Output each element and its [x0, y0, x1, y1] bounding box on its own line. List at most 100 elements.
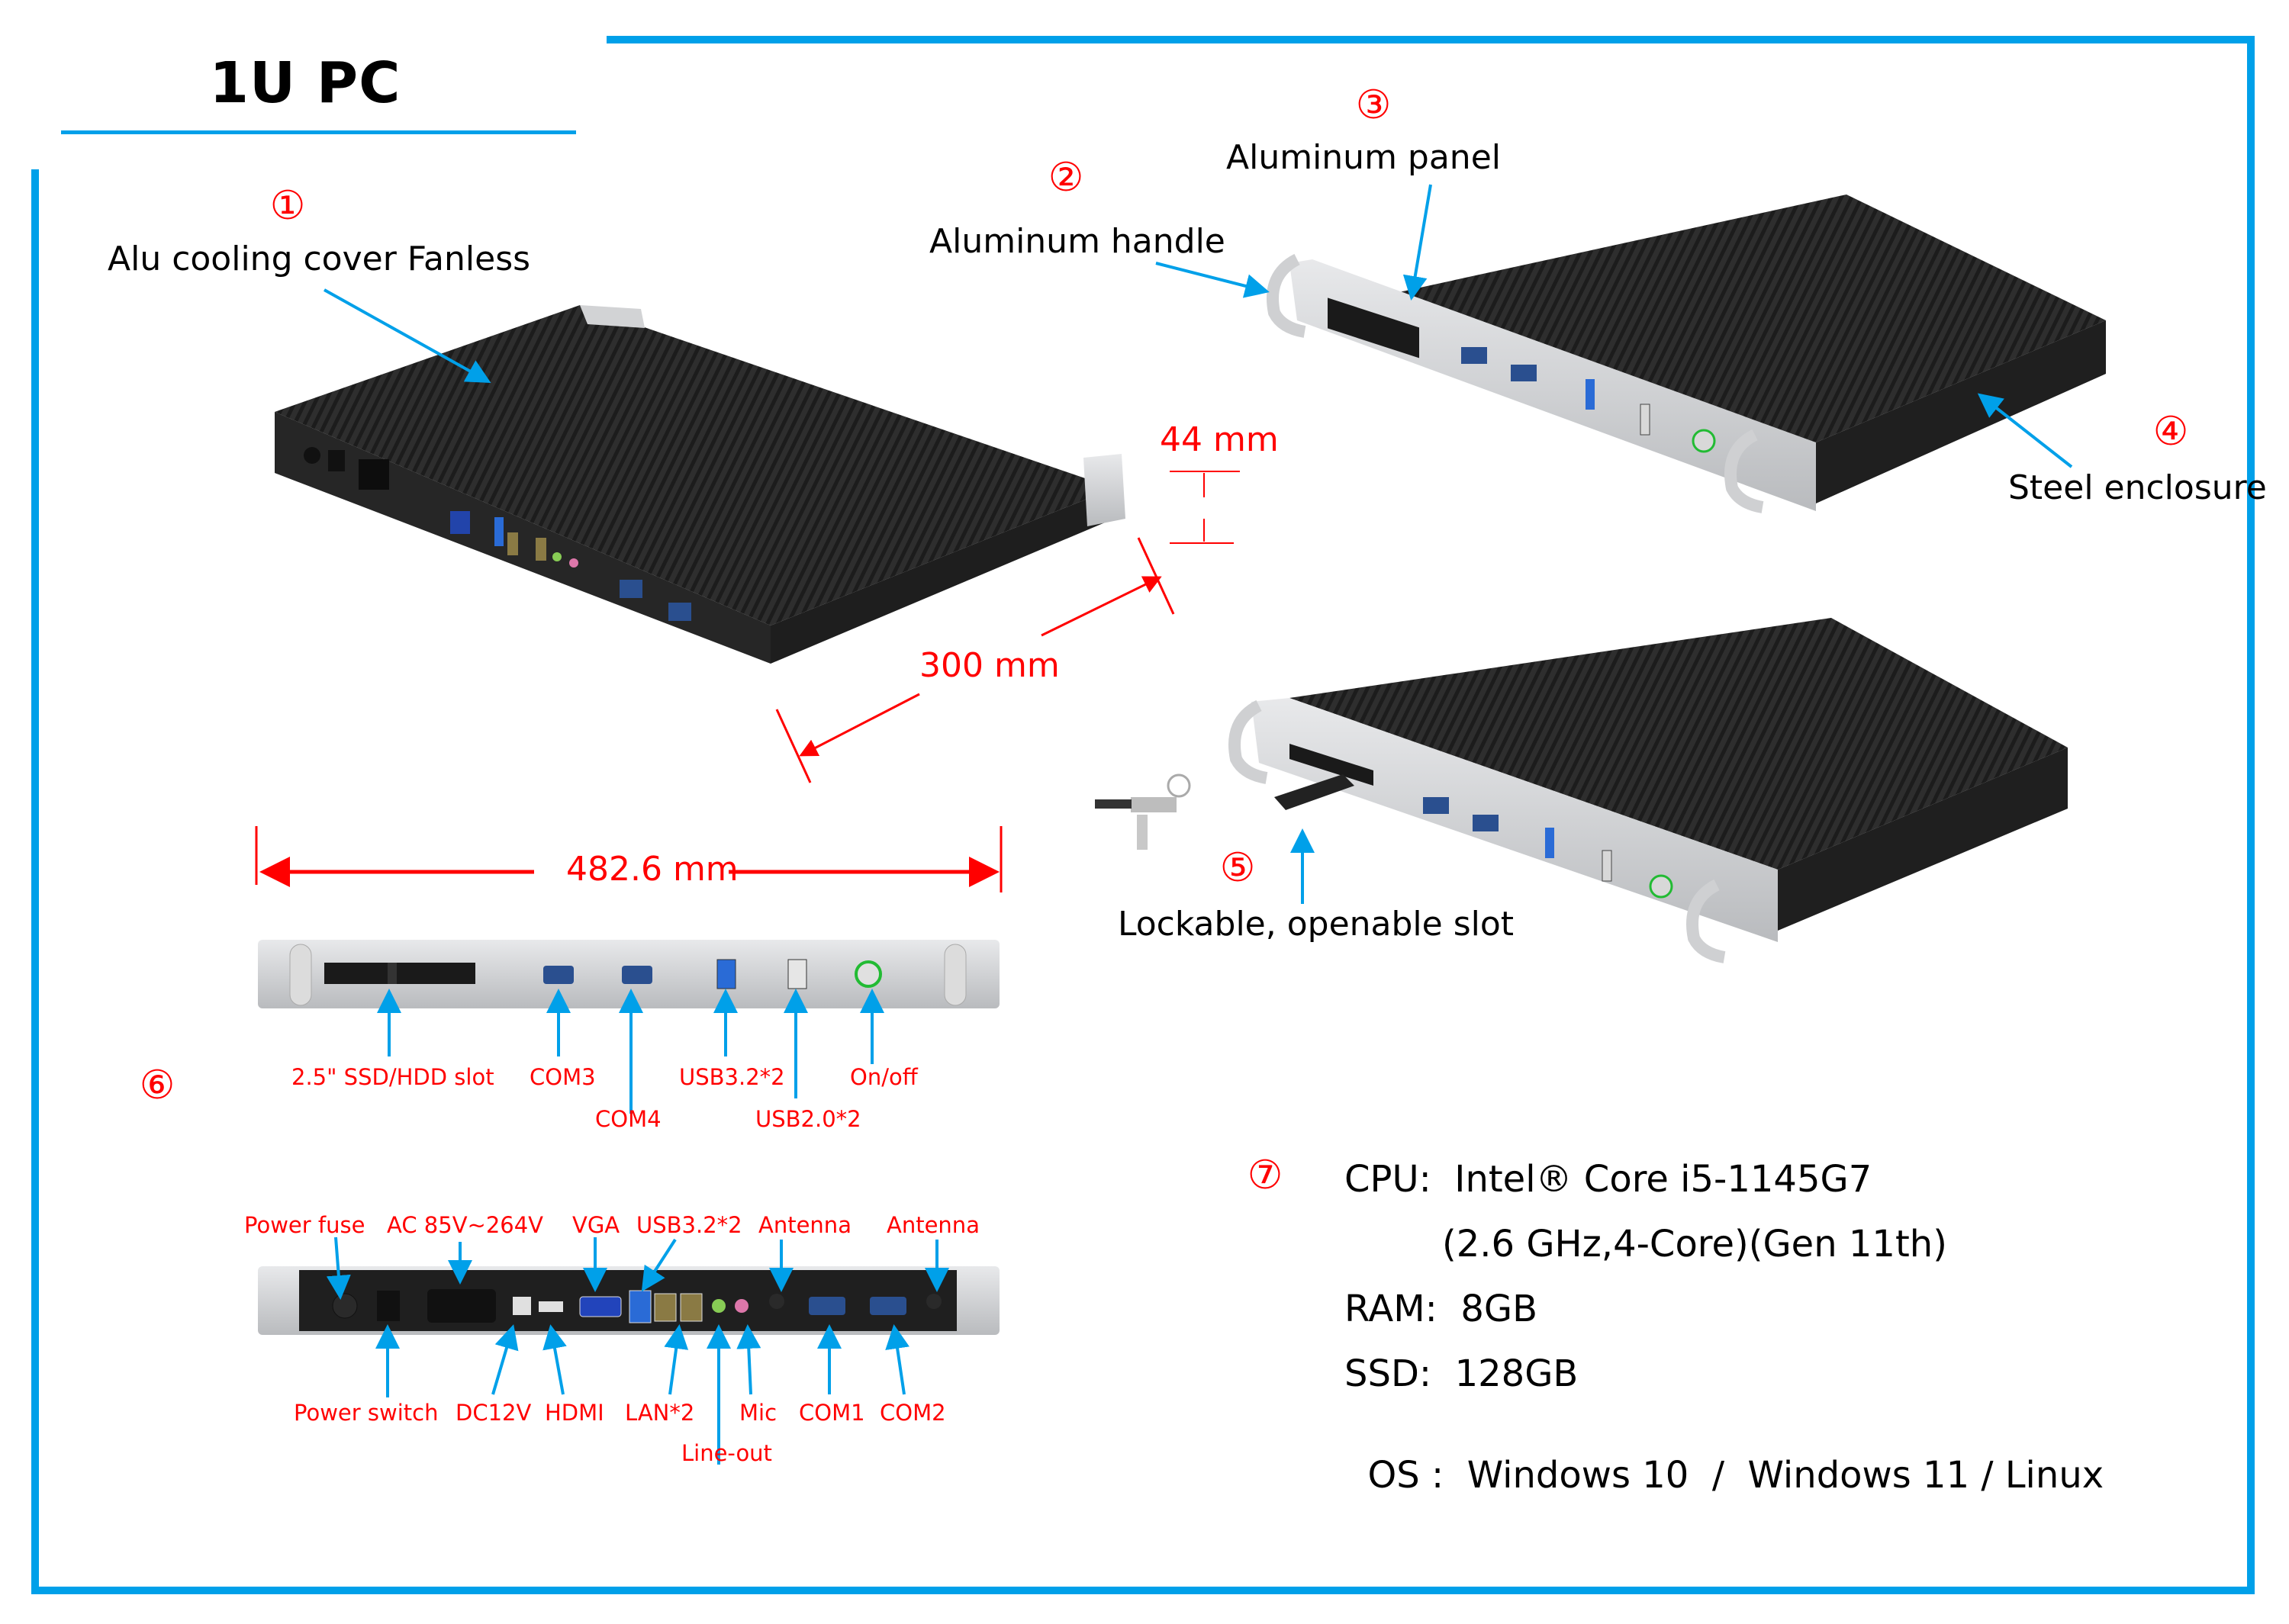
pc1-ac-socket: [359, 459, 389, 490]
front-port-label-usb20: USB2.0*2: [755, 1106, 861, 1132]
front-port-label-com3: COM3: [530, 1064, 596, 1090]
rear-lineout: [712, 1299, 726, 1313]
pc1-usb: [494, 517, 504, 546]
callout-4-arrow: [1977, 393, 2073, 468]
rear-port-label-dc12v: DC12V: [456, 1400, 532, 1426]
key-icon: [1095, 773, 1191, 850]
pc2-com3: [1461, 347, 1487, 364]
callout-2-label: Aluminum handle: [929, 222, 1225, 261]
spec-os-value: Windows 10 / Windows 11 / Linux: [1466, 1454, 2104, 1497]
rear-port-label-mic: Mic: [739, 1400, 777, 1426]
pc3-usb3: [1545, 828, 1554, 858]
rear-com1: [809, 1297, 845, 1315]
pc3-slot-lever: [1274, 774, 1354, 810]
spec-ram: RAM: 8GB: [1344, 1291, 1537, 1327]
callout-2-number: ②: [1048, 155, 1084, 201]
pc1-com1: [620, 580, 642, 598]
callout-5-number: ⑤: [1219, 845, 1256, 891]
rear-vga: [579, 1296, 622, 1317]
front-port-label-com4: COM4: [595, 1106, 662, 1132]
front-com4: [622, 966, 652, 984]
pc1-power-switch: [328, 450, 345, 471]
front-port-label-usb32: USB3.2*2: [679, 1064, 785, 1090]
pc1-lineout: [552, 552, 562, 561]
pc1-vga: [450, 511, 470, 534]
callout-7-number: ⑦: [1247, 1153, 1283, 1198]
spec-os: OS : Windows 10 / Windows 11 / Linux: [1344, 1420, 2104, 1494]
callout-3-label: Aluminum panel: [1226, 138, 1501, 177]
pc2-handle-left: [1267, 253, 1306, 338]
front-port-label-ssd-slot: 2.5" SSD/HDD slot: [291, 1064, 494, 1090]
rear-port-label-power-fuse: Power fuse: [244, 1212, 365, 1238]
callout-4-number: ④: [2152, 409, 2189, 455]
rear-lan1: [654, 1293, 677, 1322]
frame-bottom-border: [31, 1587, 2255, 1594]
spec-ssd: SSD: 128GB: [1344, 1355, 1578, 1392]
rear-port-label-usb32: USB3.2*2: [636, 1212, 742, 1238]
front-hdd-slot: [324, 963, 475, 984]
pc3-top-heatsink: [1289, 618, 2068, 870]
callout-3-number: ③: [1355, 82, 1392, 128]
callout-1-number: ①: [269, 183, 306, 229]
callout-1-arrow: [324, 288, 491, 383]
rear-port-label-antenna1: Antenna: [758, 1212, 852, 1238]
frame-left-border: [31, 169, 39, 1594]
spec-cpu-value: Intel® Core i5-1145G7: [1454, 1158, 1872, 1201]
dimension-width-label: 482.6 mm: [566, 850, 739, 889]
rear-port-label-lineout: Line-out: [681, 1440, 772, 1466]
rear-mic: [735, 1299, 749, 1313]
pc1-lan1: [507, 532, 518, 555]
spec-ram-label: RAM:: [1344, 1288, 1437, 1330]
spec-cpu: CPU: Intel® Core i5-1145G7: [1344, 1161, 1872, 1198]
rear-port-label-vga: VGA: [572, 1212, 620, 1238]
pc1-rack-ear-front: [1083, 454, 1125, 526]
callout-5-label: Lockable, openable slot: [1118, 905, 1515, 944]
dimension-300mm-lines: [775, 537, 1175, 783]
pc2-hdd-slot: [1328, 297, 1419, 359]
rear-panel-render: [258, 1236, 1000, 1465]
pc3-front-panel: [1251, 698, 1778, 942]
pc2-side-face: [1816, 320, 2106, 503]
frame-top-border: [607, 36, 2255, 43]
spec-ssd-value: 128GB: [1454, 1352, 1579, 1395]
callout-6-number: ⑥: [139, 1063, 175, 1108]
pc3-usb2: [1602, 850, 1612, 882]
pc-front-iso-render-closed: [1155, 184, 2106, 513]
rear-port-label-antenna2: Antenna: [887, 1212, 980, 1238]
pc3-handle-left: [1228, 699, 1268, 784]
pc2-usb2: [1640, 404, 1650, 436]
rear-port-label-power-switch: Power switch: [294, 1400, 439, 1426]
front-usb2: [787, 959, 807, 989]
spec-cpu-label: CPU:: [1344, 1158, 1431, 1201]
rear-power-switch: [377, 1291, 400, 1321]
pc-front-iso-render-open: [1095, 618, 2068, 963]
pc2-top-heatsink: [1305, 195, 2106, 442]
pc2-front-panel: [1289, 259, 1816, 511]
rear-port-label-lan: LAN*2: [625, 1400, 695, 1426]
pc1-top-heatsink: [275, 305, 1114, 625]
pc1-rear-face: [275, 412, 771, 664]
front-panel-render: [258, 940, 1000, 1114]
frame-right-border: [2247, 36, 2255, 1594]
dimension-depth-label: 300 mm: [919, 646, 1060, 685]
front-usb3: [716, 959, 736, 989]
pc3-com3: [1423, 797, 1449, 814]
spec-ssd-label: SSD:: [1344, 1352, 1432, 1395]
pc1-side-face: [771, 488, 1114, 664]
rear-port-label-hdmi: HDMI: [545, 1400, 604, 1426]
rear-port-label-com2: COM2: [880, 1400, 946, 1426]
pc2-usb3: [1586, 379, 1595, 410]
pc1-rack-ear-back: [580, 305, 645, 328]
pc1-fuse: [304, 447, 320, 464]
pc2-power-button: [1692, 429, 1716, 453]
rear-port-label-ac: AC 85V~264V: [387, 1212, 544, 1238]
page-title: 1U PC: [209, 50, 401, 116]
pc3-open-slot-tray: [1289, 744, 1373, 786]
callout-4-label: Steel enclosure: [2008, 468, 2267, 507]
pc-rear-iso-render: [275, 288, 1125, 664]
rear-lan2: [680, 1293, 703, 1322]
pc3-handle-right: [1686, 879, 1726, 963]
callout-3-arrow: [1402, 184, 1432, 301]
dimension-44mm-lines: [1170, 471, 1240, 544]
